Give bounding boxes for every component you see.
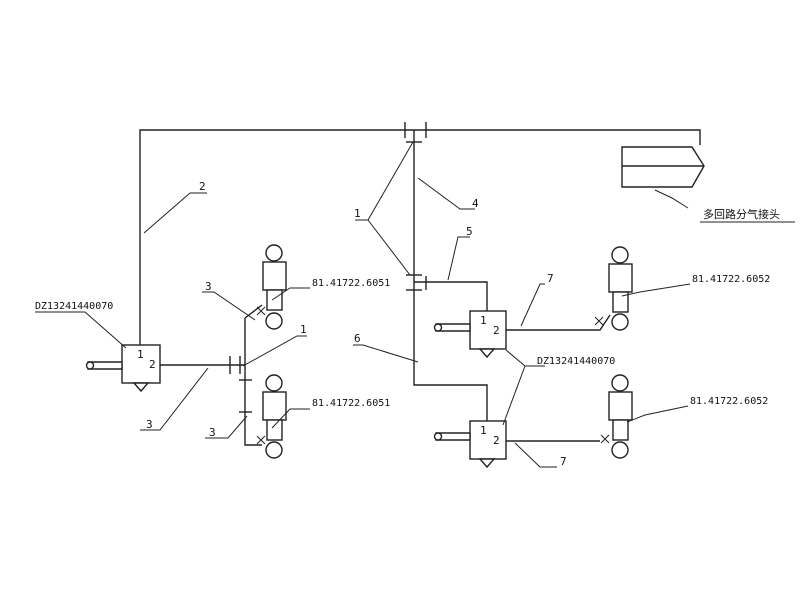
callout-7-upper: 7	[547, 272, 554, 285]
brake-chamber-left-upper	[256, 244, 287, 330]
port-1-label: 1	[480, 424, 487, 437]
callout-6: 6	[354, 332, 361, 345]
port-2-label: 2	[149, 358, 156, 371]
leader-lines	[35, 141, 795, 468]
relay-valve-right-lower: 1 2	[433, 420, 507, 469]
couplings	[229, 122, 427, 413]
callout-1-center: 1	[354, 207, 361, 220]
main-supply-line	[139, 129, 701, 345]
port-2-label: 2	[493, 324, 500, 337]
callout-1-left: 1	[300, 323, 307, 336]
part-number-brake-chamber-left-lower: 81.41722.6051	[312, 398, 390, 409]
multi-circuit-connector	[621, 146, 705, 188]
callout-2: 2	[199, 180, 206, 193]
brake-chamber-right-lower	[600, 374, 633, 459]
trunk-line	[413, 130, 488, 427]
port-1-label: 1	[137, 348, 144, 361]
part-number-brake-chamber-right-lower: 81.41722.6052	[690, 396, 768, 407]
callout-3-left: 3	[146, 418, 153, 431]
callout-3-lower: 3	[209, 426, 216, 439]
relay-valve-right-upper: 1 2	[433, 310, 507, 359]
part-number-relay-valve-left: DZ13241440070	[35, 301, 113, 312]
brake-chamber-right-upper	[594, 246, 633, 331]
relay-valve-left: 1 2	[85, 344, 161, 393]
part-number-brake-chamber-left-upper: 81.41722.6051	[312, 278, 390, 289]
part-number-relay-valve-right: DZ13241440070	[537, 356, 615, 367]
callout-4: 4	[472, 197, 479, 210]
callout-3-upper: 3	[205, 280, 212, 293]
labels: DZ13241440070 DZ13241440070 81.41722.605…	[35, 180, 780, 468]
brake-chamber-left-lower	[256, 374, 287, 459]
multi-circuit-connector-label: 多回路分气接头	[703, 207, 780, 221]
part-number-brake-chamber-right-upper: 81.41722.6052	[692, 274, 770, 285]
right-upper-output	[503, 314, 611, 331]
left-upper-branch	[244, 304, 263, 319]
port-2-label: 2	[493, 434, 500, 447]
port-1-label: 1	[480, 314, 487, 327]
air-lines	[139, 129, 701, 446]
branch-line-5	[414, 281, 488, 313]
callout-5: 5	[466, 225, 473, 238]
callout-7-lower: 7	[560, 455, 567, 468]
left-tee-line	[244, 318, 262, 446]
